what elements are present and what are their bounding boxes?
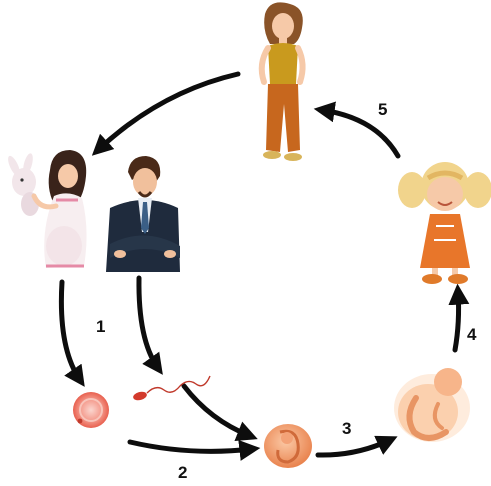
step-number-2: 2	[178, 463, 187, 482]
arrow-man-to-sperm	[136, 275, 163, 375]
arrow-fetus-to-girl	[448, 283, 470, 353]
step-number-4: 4	[467, 325, 477, 344]
arrow-egg-to-embryo	[127, 439, 261, 461]
arrows	[58, 71, 470, 461]
pregnant-woman-icon	[8, 150, 87, 268]
step-number-5: 5	[378, 100, 387, 119]
step-number-1: 1	[96, 317, 105, 336]
arrow-pregnant-to-egg	[58, 279, 85, 387]
bunny-toy-icon	[8, 153, 39, 216]
arrow-girl-to-woman	[313, 101, 401, 159]
egg-cell-icon	[73, 392, 109, 428]
fetus-icon	[394, 368, 470, 442]
arrow-sperm-to-embryo	[181, 383, 258, 442]
arrow-woman-to-pregnant	[91, 71, 241, 156]
woman-icon	[258, 2, 306, 161]
embryo-icon	[264, 424, 312, 468]
girl-icon	[398, 162, 491, 284]
man-icon	[106, 156, 180, 272]
arrow-embryo-to-fetus	[315, 435, 398, 458]
sperm-cell-icon	[133, 375, 211, 401]
step-number-3: 3	[342, 419, 351, 438]
